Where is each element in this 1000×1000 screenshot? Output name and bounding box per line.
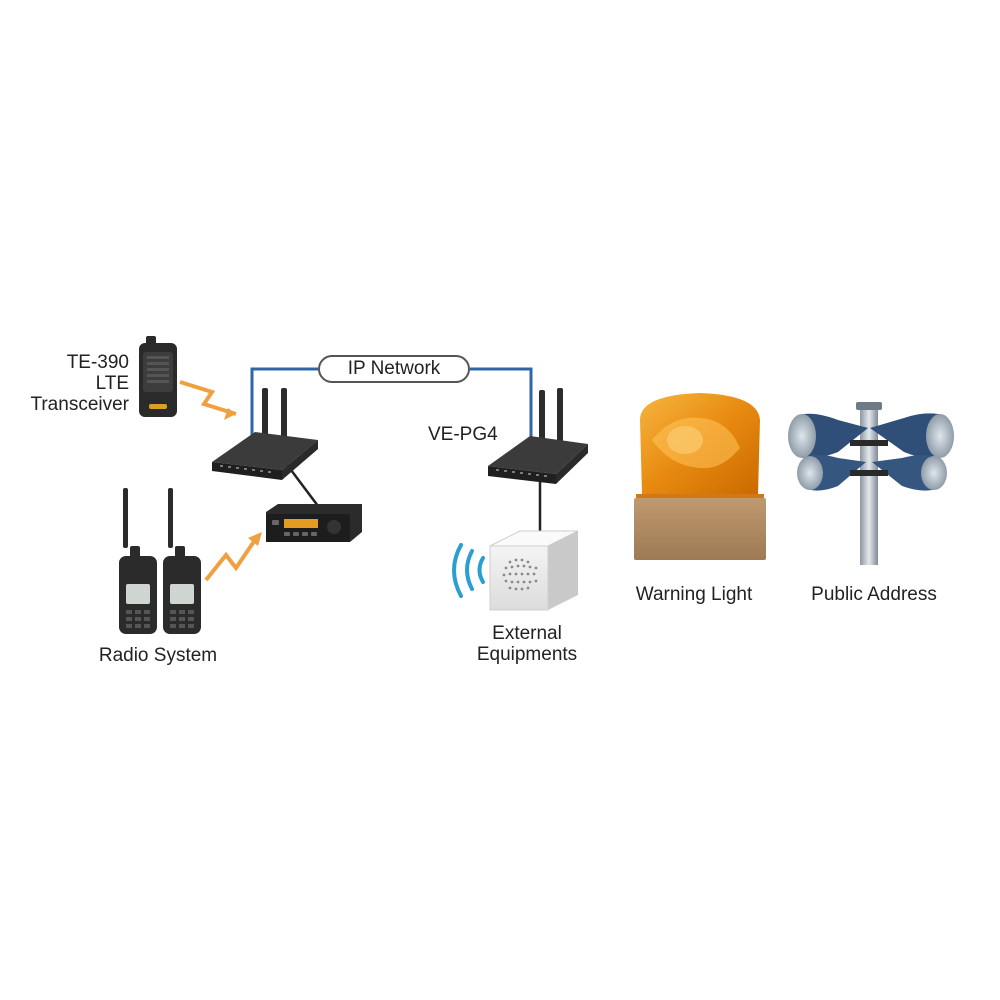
- label-te390-type: LTE: [95, 373, 129, 394]
- label-public-address: Public Address: [811, 584, 937, 605]
- wireless-bolt-lte: [179, 380, 237, 420]
- label-vepg4: VE-PG4: [428, 424, 498, 445]
- horn-speaker-icon: [788, 402, 954, 565]
- wireless-bolt-radio: [204, 532, 262, 582]
- sound-waves-icon: [452, 543, 485, 598]
- warning-light-icon: [634, 393, 766, 560]
- handheld-radio-icon: [119, 488, 201, 634]
- speaker-box-icon: [489, 530, 579, 611]
- label-te390-model: TE-390: [66, 352, 129, 373]
- ip-network-link: [250, 367, 533, 438]
- label-external-line2: Equipments: [476, 644, 578, 665]
- ip-network-label: IP Network: [318, 355, 470, 383]
- label-te390-name: Transceiver: [30, 394, 129, 415]
- label-radio-system: Radio System: [98, 645, 218, 666]
- label-warning-light: Warning Light: [635, 584, 753, 605]
- label-external-line1: External: [492, 623, 562, 644]
- vepg4-router-icon: [488, 388, 588, 484]
- label-te390: TE-390 LTE Transceiver: [30, 352, 129, 415]
- mobile-radio-icon: [266, 504, 362, 542]
- lte-transceiver-icon: [139, 336, 177, 417]
- gateway-router-icon: [212, 388, 318, 480]
- label-external-equipments: External Equipments: [447, 623, 607, 665]
